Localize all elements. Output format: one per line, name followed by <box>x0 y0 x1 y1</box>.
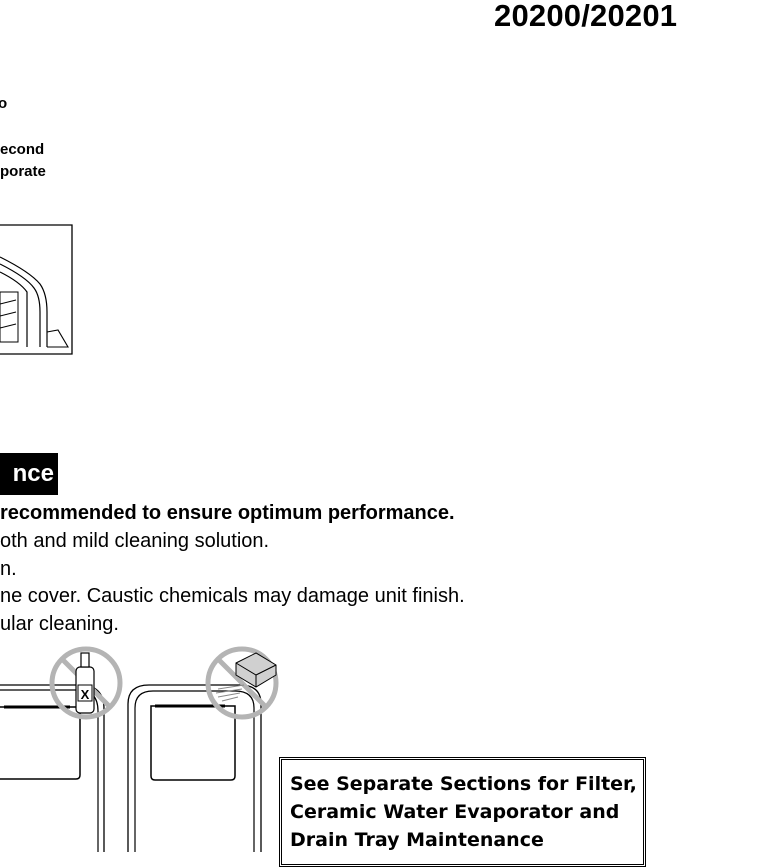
unit-corner-illustration <box>0 224 73 355</box>
text-fragment-a: o <box>0 95 8 112</box>
note-line-1: See Separate Sections for Filter, <box>290 773 637 795</box>
no-abrasive-pad-icon <box>205 646 279 720</box>
unit-illustration-middle <box>127 684 262 852</box>
section-header: nce <box>0 453 58 495</box>
maintenance-note-box: See Separate Sections for Filter, Cerami… <box>279 757 646 867</box>
instruction-line-1: oth and mild cleaning solution. <box>0 530 270 552</box>
recommendation-line: recommended to ensure optimum performanc… <box>0 502 455 524</box>
note-line-3: Drain Tray Maintenance <box>290 829 544 851</box>
instruction-line-4: ular cleaning. <box>0 613 119 635</box>
text-fragment-c: porate <box>0 163 46 180</box>
instruction-line-2: n. <box>0 558 17 580</box>
bottle-x-label: X <box>81 687 90 702</box>
no-caustic-cleaner-icon: X <box>49 646 123 720</box>
text-fragment-b: econd <box>0 141 45 158</box>
note-line-2: Ceramic Water Evaporator and <box>290 801 620 823</box>
instruction-line-3: ne cover. Caustic chemicals may damage u… <box>0 585 465 607</box>
model-number: 20200/20201 <box>494 0 678 33</box>
